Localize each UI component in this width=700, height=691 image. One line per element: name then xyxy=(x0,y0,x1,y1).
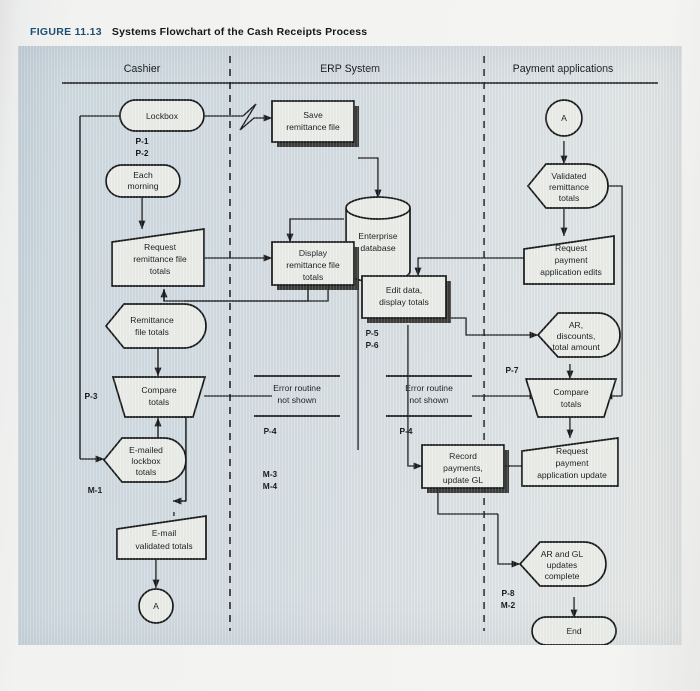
node-edit-data-label-1: Edit data, xyxy=(386,285,422,295)
node-emailed-lockbox-totals[interactable]: E-mailed lockbox totals xyxy=(102,437,187,483)
node-each-morning-label-2: morning xyxy=(127,181,158,191)
flowchart-canvas: Cashier ERP System Payment applications xyxy=(62,56,658,645)
node-req-app-update-label-2: payment xyxy=(556,458,590,468)
node-display-remittance-totals[interactable]: Display remittance file totals xyxy=(271,241,359,290)
node-compare-totals-payment-label-2: totals xyxy=(561,399,582,409)
node-req-app-edits-label-2: payment xyxy=(555,255,589,265)
node-edit-data-label-2: display totals xyxy=(379,297,429,307)
node-remittance-file-totals[interactable]: Remittance file totals xyxy=(104,303,207,349)
node-req-app-edits-label-3: application edits xyxy=(540,267,602,277)
node-req-app-update-label-3: application update xyxy=(537,470,607,480)
node-record-payments[interactable]: Record payments, update GL xyxy=(421,444,509,493)
node-record-payments-label-1: Record xyxy=(449,451,477,461)
node-remittance-file-totals-label-1: Remittance xyxy=(130,315,174,325)
node-request-remittance-totals[interactable]: Request remittance file totals xyxy=(111,228,205,287)
node-req-app-update-label-1: Request xyxy=(556,446,589,456)
node-req-app-edits-label-1: Request xyxy=(555,243,588,253)
figure-caption: FIGURE 11.13 Systems Flowchart of the Cas… xyxy=(30,22,367,40)
ref-p1: P-1 xyxy=(135,136,148,146)
node-record-payments-label-2: payments, xyxy=(443,463,483,473)
node-connector-a-cashier[interactable]: A xyxy=(138,588,174,624)
ref-p4-right: P-4 xyxy=(399,426,412,436)
node-emailed-lockbox-label-1: E-mailed xyxy=(129,445,163,455)
node-validated-rem-label-2: remittance xyxy=(549,182,589,192)
node-email-validated-totals[interactable]: E-mail validated totals xyxy=(116,515,207,560)
node-ar-discounts-label-1: AR, xyxy=(569,320,583,330)
node-request-remittance-label-2: remittance file xyxy=(133,254,187,264)
node-ar-gl-complete[interactable]: AR and GL updates complete xyxy=(518,541,607,587)
node-each-morning-label-1: Each xyxy=(133,170,153,180)
ref-m4: M-4 xyxy=(263,481,278,491)
node-request-payment-app-update[interactable]: Request payment application update xyxy=(521,437,619,487)
node-display-remittance-label-2: remittance file xyxy=(286,260,340,270)
node-validated-rem-label-3: totals xyxy=(559,193,580,203)
node-ar-gl-label-1: AR and GL xyxy=(541,549,584,559)
node-compare-totals-cashier[interactable]: Compare totals xyxy=(111,376,207,418)
node-remittance-file-totals-label-2: file totals xyxy=(135,327,169,337)
node-end-label: End xyxy=(566,626,582,636)
node-validated-remittance-totals[interactable]: Validated remittance totals xyxy=(526,163,609,209)
node-display-remittance-label-1: Display xyxy=(299,248,328,258)
node-each-morning[interactable]: Each morning xyxy=(105,164,181,198)
node-save-remittance-label-1: Save xyxy=(303,110,323,120)
node-request-remittance-label-1: Request xyxy=(144,242,177,252)
node-lockbox-label: Lockbox xyxy=(146,111,179,121)
node-ar-gl-label-3: complete xyxy=(545,571,580,581)
node-connector-a-payment[interactable]: A xyxy=(545,99,583,137)
node-save-remittance-label-2: remittance file xyxy=(286,122,340,132)
node-compare-totals-payment[interactable]: Compare totals xyxy=(524,378,618,418)
node-enterprise-database-label-1: Enterprise xyxy=(358,231,397,241)
node-validated-rem-label-1: Validated xyxy=(551,171,586,181)
node-connector-a-payment-label: A xyxy=(561,113,567,123)
ref-p8: P-8 xyxy=(501,588,514,598)
ref-p4-left: P-4 xyxy=(263,426,276,436)
node-enterprise-database-label-2: database xyxy=(360,243,396,253)
node-record-payments-label-3: update GL xyxy=(443,475,483,485)
node-compare-totals-cashier-label-1: Compare xyxy=(141,385,177,395)
node-connector-a-cashier-label: A xyxy=(153,601,159,611)
node-error-routine-right-label-2: not shown xyxy=(409,395,448,405)
node-emailed-lockbox-label-2: lockbox xyxy=(131,456,161,466)
node-request-remittance-label-3: totals xyxy=(150,266,171,276)
node-request-payment-app-edits[interactable]: Request payment application edits xyxy=(523,235,615,285)
node-compare-totals-payment-label-1: Compare xyxy=(553,387,589,397)
node-error-routine-right[interactable]: Error routine not shown xyxy=(386,375,472,417)
node-ar-discounts[interactable]: AR, discounts, total amount xyxy=(536,312,621,358)
ref-p2: P-2 xyxy=(135,148,148,158)
node-emailed-lockbox-label-3: totals xyxy=(136,467,157,477)
column-header-payment: Payment applications xyxy=(513,63,614,75)
node-edit-data-display-totals[interactable]: Edit data, display totals xyxy=(361,275,451,323)
column-header-erp: ERP System xyxy=(320,63,380,75)
node-lockbox[interactable]: Lockbox xyxy=(119,99,205,132)
page-title: Systems Flowchart of the Cash Receipts P… xyxy=(111,26,368,38)
column-header-cashier: Cashier xyxy=(124,63,161,75)
node-error-routine-left-label-1: Error routine xyxy=(273,383,321,393)
ref-p6: P-6 xyxy=(365,340,378,350)
node-ar-gl-label-2: updates xyxy=(547,560,578,570)
node-enterprise-database[interactable]: Enterprise database xyxy=(345,196,411,283)
figure-number: FIGURE 11.13 xyxy=(30,26,102,38)
node-error-routine-left-label-2: not shown xyxy=(277,395,316,405)
node-compare-totals-cashier-label-2: totals xyxy=(149,397,170,407)
ref-p3: P-3 xyxy=(84,391,97,401)
ref-m1: M-1 xyxy=(88,485,103,495)
node-ar-discounts-label-2: discounts, xyxy=(557,331,596,341)
ref-m3: M-3 xyxy=(263,469,278,479)
node-error-routine-left[interactable]: Error routine not shown xyxy=(254,375,340,417)
node-error-routine-right-label-1: Error routine xyxy=(405,383,453,393)
node-end[interactable]: End xyxy=(531,616,617,645)
node-display-remittance-label-3: totals xyxy=(303,272,324,282)
ref-m2: M-2 xyxy=(501,600,516,610)
ref-p7: P-7 xyxy=(505,365,518,375)
flowchart-panel: Cashier ERP System Payment applications xyxy=(18,46,682,645)
node-email-validated-label-2: validated totals xyxy=(135,541,192,551)
node-save-remittance-file[interactable]: Save remittance file xyxy=(271,100,359,147)
ref-p5: P-5 xyxy=(365,328,378,338)
node-ar-discounts-label-3: total amount xyxy=(552,342,600,352)
node-email-validated-label-1: E-mail xyxy=(152,528,176,538)
